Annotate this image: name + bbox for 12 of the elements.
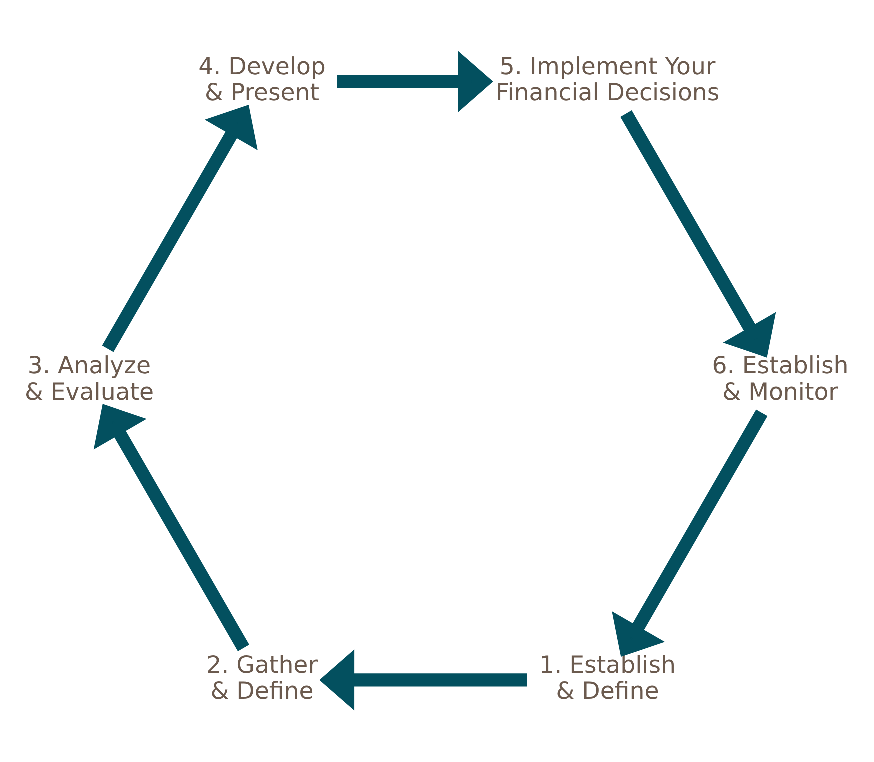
node-text: 1. Establish & Define xyxy=(540,650,676,706)
arrow xyxy=(620,110,776,358)
node-text: 3. Analyze & Evaluate xyxy=(24,352,154,406)
node-text: 2. Gather & Define xyxy=(206,650,318,706)
arrow xyxy=(102,104,258,352)
arrow xyxy=(612,410,768,658)
arrow xyxy=(320,650,528,711)
node-text: 6. Establish & Monitor xyxy=(712,352,849,406)
node-text: 4. Develop & Present xyxy=(198,52,326,107)
node-text: 5. Implement Your Financial Decisions xyxy=(496,52,720,107)
arrow xyxy=(337,51,494,112)
arrow xyxy=(94,404,250,652)
